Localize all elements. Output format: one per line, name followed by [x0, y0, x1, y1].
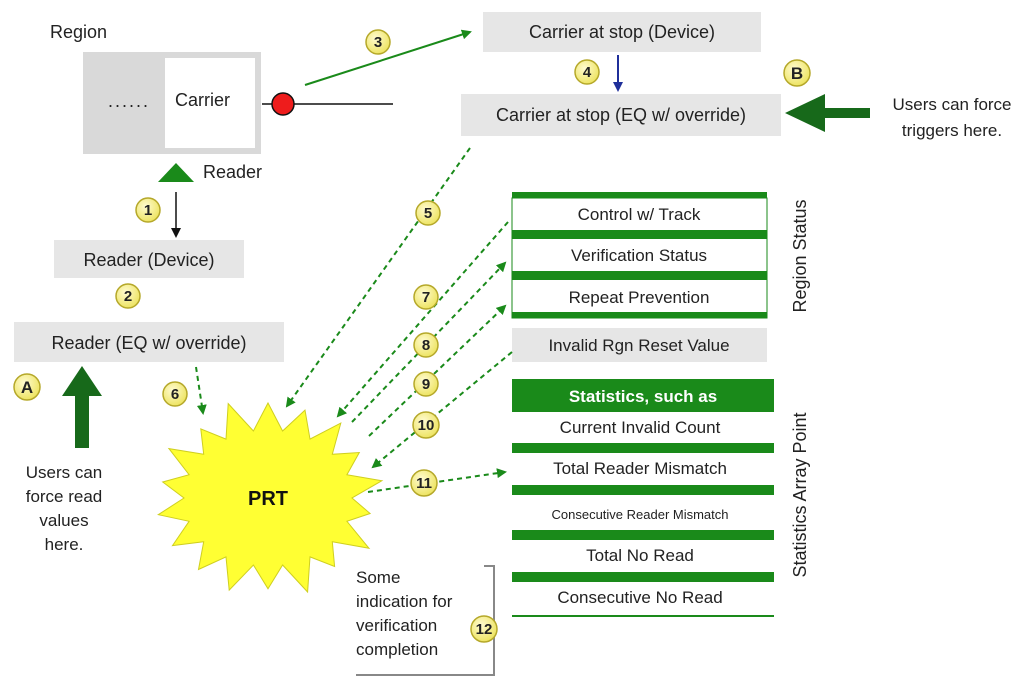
reader-eq-label: Reader (EQ w/ override) [51, 333, 246, 353]
stat-item-consecutive-reader-mismatch: Consecutive Reader Mismatch [551, 507, 728, 522]
badge-3-text: 3 [374, 34, 382, 51]
statistics-array-label: Statistics Array Point [790, 412, 810, 577]
arrow-6-reader-to-prt [195, 366, 207, 415]
carrier-eq-box [461, 94, 781, 136]
stat-item-consecutive-no-read: Consecutive No Read [557, 588, 722, 607]
badge-A-text: A [21, 378, 33, 397]
region-title: Region [50, 22, 107, 42]
badge-12: 12 [470, 615, 498, 643]
badge-2: 2 [115, 283, 141, 309]
arrow-9-prt-to-repeat [368, 304, 507, 437]
invalid-reset-box [512, 328, 767, 362]
badge-8-text: 8 [422, 337, 430, 354]
badge-4-text: 4 [583, 64, 592, 81]
badge-6-text: 6 [171, 386, 179, 403]
prt-label: PRT [248, 488, 288, 510]
stat-item-total-no-read: Total No Read [586, 546, 694, 565]
badge-2-text: 2 [124, 288, 132, 305]
statistics-header-bar [512, 379, 774, 412]
arrow-10-reset-to-prt [371, 351, 513, 469]
arrow-5-eq-to-prt [285, 147, 471, 408]
note-users-read-line3: values [39, 511, 88, 530]
badge-12-text: 12 [476, 621, 493, 638]
note-users-triggers: Users can force triggers here. [892, 95, 1011, 140]
note-users-triggers-line2: triggers here. [902, 121, 1002, 140]
note-verification-line2: indication for [356, 592, 453, 611]
status-item-control: Control w/ Track [578, 205, 701, 224]
badge-1-text: 1 [144, 202, 152, 219]
badge-6: 6 [162, 381, 188, 407]
badge-B: B [783, 59, 811, 87]
badge-11-text: 11 [416, 475, 432, 492]
region-dots: ...... [108, 91, 150, 111]
carrier-box [165, 58, 255, 148]
arrow-7-prt-to-control [336, 221, 509, 418]
badge-5-text: 5 [424, 205, 432, 222]
region-status-label: Region Status [790, 199, 810, 312]
badge-5: 5 [415, 200, 441, 226]
reader-triangle-icon [158, 163, 194, 182]
note-users-read-line2: force read [26, 487, 103, 506]
note-verification-line3: verification [356, 616, 437, 635]
badge-7-text: 7 [422, 289, 430, 306]
note-users-read-line1: Users can [26, 463, 103, 482]
reader-device-label: Reader (Device) [83, 250, 214, 270]
users-trigger-arrow-icon [785, 94, 870, 132]
arrow-3-to-carrier-device [304, 29, 472, 86]
reader-eq-box [14, 322, 284, 362]
badge-8: 8 [413, 332, 439, 358]
note-users-read: Users can force read values here. [26, 463, 103, 554]
stop-sensor-dot [271, 92, 295, 116]
note-verification-line1: Some [356, 568, 400, 587]
badge-A: A [13, 373, 41, 401]
status-item-verification: Verification Status [571, 246, 707, 265]
badge-9: 9 [413, 371, 439, 397]
reader-device-box [54, 240, 244, 278]
note-verification: Some indication for verification complet… [356, 568, 453, 659]
carrier-device-label: Carrier at stop (Device) [529, 22, 715, 42]
stat-item-total-reader-mismatch: Total Reader Mismatch [553, 459, 727, 478]
badge-11: 11 [410, 469, 438, 497]
note-users-read-line4: here. [45, 535, 84, 554]
badge-B-text: B [791, 64, 803, 83]
statistics-list: Statistics, such as Current Invalid Coun… [512, 379, 774, 617]
badge-3: 3 [365, 29, 391, 55]
carrier-device-box [483, 12, 761, 52]
badge-10: 10 [412, 411, 440, 439]
statistics-header: Statistics, such as [569, 387, 717, 406]
prt-starburst [157, 401, 384, 594]
invalid-reset-label: Invalid Rgn Reset Value [548, 336, 729, 355]
status-item-repeat: Repeat Prevention [569, 288, 710, 307]
region-status-list: Control w/ Track Verification Status Rep… [511, 192, 768, 319]
note-verification-line4: completion [356, 640, 438, 659]
users-read-arrow-icon [62, 366, 102, 448]
badge-4: 4 [574, 59, 600, 85]
reader-label: Reader [203, 162, 262, 182]
note-users-triggers-line1: Users can force [892, 95, 1011, 114]
badge-10-text: 10 [418, 417, 435, 434]
stat-item-current-invalid: Current Invalid Count [560, 418, 721, 437]
carrier-eq-label: Carrier at stop (EQ w/ override) [496, 105, 746, 125]
badge-9-text: 9 [422, 376, 430, 393]
badge-7: 7 [413, 284, 439, 310]
carrier-label: Carrier [175, 90, 230, 110]
badge-1: 1 [135, 197, 161, 223]
